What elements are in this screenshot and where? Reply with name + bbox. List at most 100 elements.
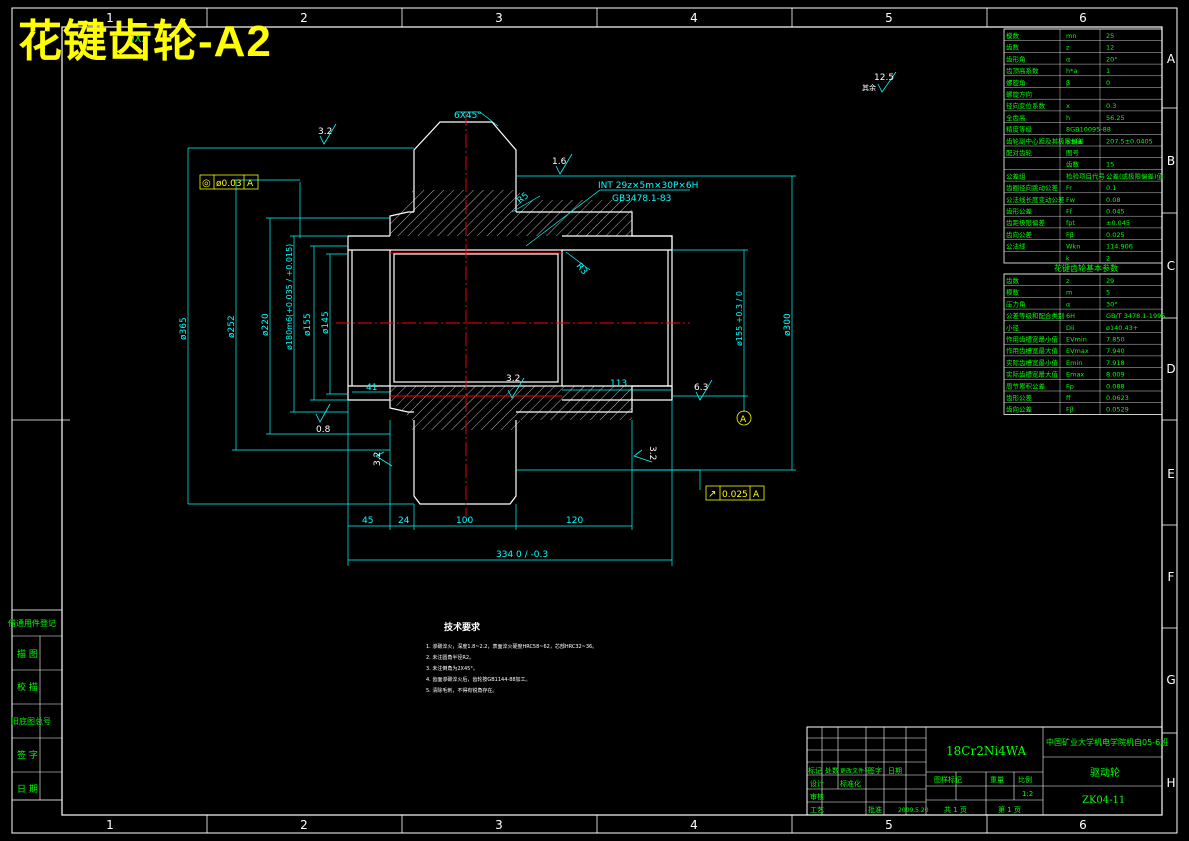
tb-col-3: 签字 [868, 766, 882, 775]
tb-row-review: 审核 [810, 792, 824, 801]
tb-weight-label: 重量 [990, 776, 1004, 784]
spline-param-value: ø140.43+ [1106, 324, 1138, 332]
gear-param-value: 0.045 [1106, 208, 1125, 216]
tb-scale: 1:2 [1022, 790, 1033, 798]
gear-param-name: 齿数 [1006, 43, 1020, 52]
spline-param-symbol: 6H [1066, 312, 1075, 320]
gear-param-value: 0 [1106, 79, 1110, 87]
spline-param-symbol: z [1066, 277, 1070, 285]
spline-param-name: 模数 [1006, 288, 1020, 297]
gear-param-name: 齿形角 [1006, 54, 1026, 63]
zone-col-6-bot: 6 [1079, 818, 1087, 832]
gear-param-symbol: α [1066, 55, 1070, 63]
spline-param-symbol: Fp [1066, 382, 1074, 390]
spline-param-value: 0.0623 [1106, 394, 1129, 402]
tb-sheet: 共 1 页 [944, 805, 967, 814]
label-spline-2: GB3478.1-83 [612, 194, 671, 204]
gear-param-symbol: 检验项目代号 [1066, 171, 1106, 180]
gear-param-name: 螺旋角 [1006, 78, 1026, 87]
spline-param-symbol: Emax [1066, 371, 1084, 379]
dim-d155: ø155 [303, 313, 313, 336]
zone-row-c: C [1167, 259, 1175, 273]
gear-param-symbol: k [1066, 254, 1070, 262]
dim-45: 45 [362, 516, 373, 526]
zone-row-d: D [1166, 362, 1175, 376]
spline-param-name: 周节累积公差 [1006, 381, 1046, 390]
gear-param-symbol: mn [1066, 32, 1076, 40]
datum-a-symbol: A [736, 410, 752, 426]
spline-param-symbol: m [1066, 289, 1072, 297]
gear-param-symbol: 齿数 [1066, 160, 1080, 169]
label-r3: R3 [574, 262, 589, 278]
tb-row-design: 设计 [810, 779, 824, 788]
tb-standard: 标准化 [840, 779, 861, 788]
gear-param-value: 20° [1106, 55, 1118, 63]
zone-col-3-bot: 3 [495, 818, 503, 832]
gear-param-value: 0.08 [1106, 196, 1120, 204]
gear-param-value: 207.5±0.0405 [1106, 137, 1153, 145]
gear-param-symbol: Fw [1066, 196, 1076, 204]
tech-req-line-3: 3. 未注倒角为2X45°。 [426, 665, 478, 672]
spline-param-symbol: Fβ [1066, 406, 1074, 414]
gear-outline [347, 121, 673, 505]
tb-col-2: 更改文件号 [840, 767, 870, 775]
tb-date: 2009.5.20 [898, 807, 929, 814]
gear-param-name: 配对齿轮 [1006, 148, 1033, 157]
zone-col-1-bot: 1 [106, 818, 114, 832]
gear-param-value: 114.906 [1106, 243, 1133, 251]
gear-param-name: 公差组 [1006, 171, 1026, 180]
rough-top-mid: 1.6 [552, 157, 567, 167]
rough-right-face: 6.3 [694, 383, 708, 393]
tb-school: 中国矿业大学机电学院机自05-6班 [1046, 737, 1168, 747]
gear-param-name: 齿圈径向跳动公差 [1006, 183, 1059, 192]
gear-param-value: 12 [1106, 44, 1114, 52]
gear-param-name: 螺旋方向 [1006, 90, 1032, 99]
gear-param-value: 0.025 [1106, 231, 1125, 239]
spline-param-name: 齿向公差 [1006, 405, 1033, 414]
tb-part-name: 驱动轮 [1090, 766, 1120, 779]
dim-total: 334 0 / -0.3 [496, 550, 548, 560]
zone-col-6-top: 6 [1079, 11, 1087, 25]
zone-col-4-bot: 4 [690, 818, 698, 832]
spline-param-value: 5 [1106, 289, 1110, 297]
sheet-outer-frame [11, 7, 1178, 834]
gear-param-name: 全齿高 [1006, 113, 1026, 122]
spline-param-name: 公差等级和配合类别 [1006, 311, 1065, 320]
tol-coax-symbol: ◎ [202, 178, 211, 189]
spline-param-value: 7.940 [1106, 347, 1125, 355]
dim-100: 100 [456, 516, 473, 526]
title-block: 标记 处数 更改文件号 签字 日期 设计 审核 工艺 标准化 批准 2009.5… [806, 726, 1168, 816]
spline-param-symbol: EVmin [1066, 336, 1087, 344]
gear-param-value: 15 [1106, 161, 1114, 169]
tech-req-line-1: 1. 渗碳淬火，深度1.8~2.2，表面淬火硬度HRC58~62，芯部HRC32… [426, 643, 597, 650]
gear-param-value: 1 [1106, 67, 1110, 75]
spline-param-title: 花键齿轮基本参数 [1054, 263, 1118, 273]
tb-approve: 批准 [868, 805, 882, 814]
tb-material: 18Cr2Ni4WA [946, 744, 1027, 758]
gear-param-symbol: 图号 [1066, 149, 1080, 157]
zone-col-1-top: 1 [106, 11, 114, 25]
zone-col-5-top: 5 [885, 11, 893, 25]
dim-120: 120 [566, 516, 583, 526]
tech-req-line-5: 5. 清除毛刺，不得有锐角存在。 [426, 687, 497, 694]
tb-col-4: 日期 [888, 767, 902, 775]
dim-d300: ø300 [783, 313, 793, 336]
reg-label-3: 旧底图总号 [11, 716, 51, 726]
spline-param-name: 齿数 [1006, 276, 1020, 285]
zone-row-e: E [1167, 467, 1175, 481]
spline-param-symbol: ff [1066, 394, 1071, 402]
spline-param-value: GB/T 3478.1-1995 [1106, 312, 1165, 320]
rough-left-face: 0.8 [316, 425, 331, 435]
gear-param-name: 公法线 [1006, 242, 1026, 251]
spline-param-value: 7.850 [1106, 336, 1125, 344]
rough-bore: 3.2 [506, 374, 520, 384]
datum-a-label: A [740, 415, 747, 425]
section-hatch [390, 190, 632, 430]
label-chamfer: 6X45° [454, 111, 482, 121]
spline-param-value: 7.918 [1106, 359, 1125, 367]
gear-param-symbol: Fβ [1066, 231, 1074, 239]
spline-param-name: 压力角 [1006, 299, 1026, 308]
spline-param-name: 小径 [1006, 323, 1020, 332]
zone-row-b: B [1167, 154, 1175, 168]
dim-d252: ø252 [227, 315, 237, 338]
